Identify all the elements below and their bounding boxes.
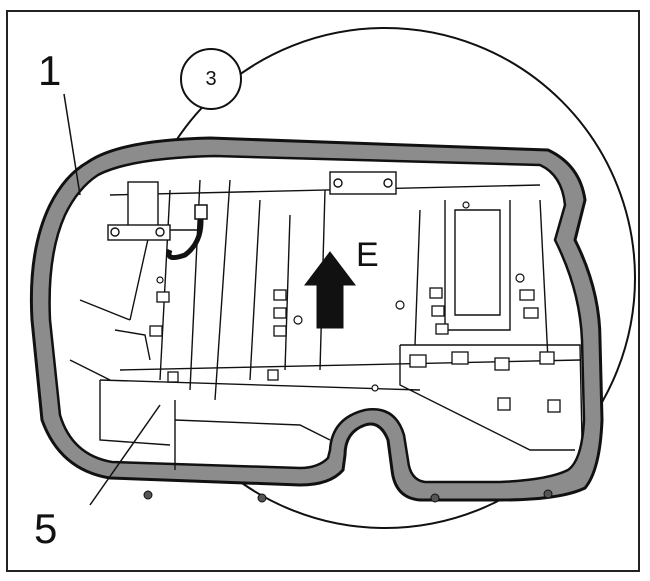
direction-arrow <box>303 251 357 329</box>
leader-line-5 <box>89 404 161 506</box>
callout-bubble-3 <box>180 48 242 110</box>
wire-harness <box>166 209 204 261</box>
figure-border <box>6 10 640 572</box>
callout-label-3: 3 <box>205 68 217 90</box>
leader-line-1 <box>63 93 81 196</box>
callout-label-1: 1 <box>38 47 62 94</box>
view-label-e: E <box>356 236 379 274</box>
callout-label-5: 5 <box>34 505 58 552</box>
